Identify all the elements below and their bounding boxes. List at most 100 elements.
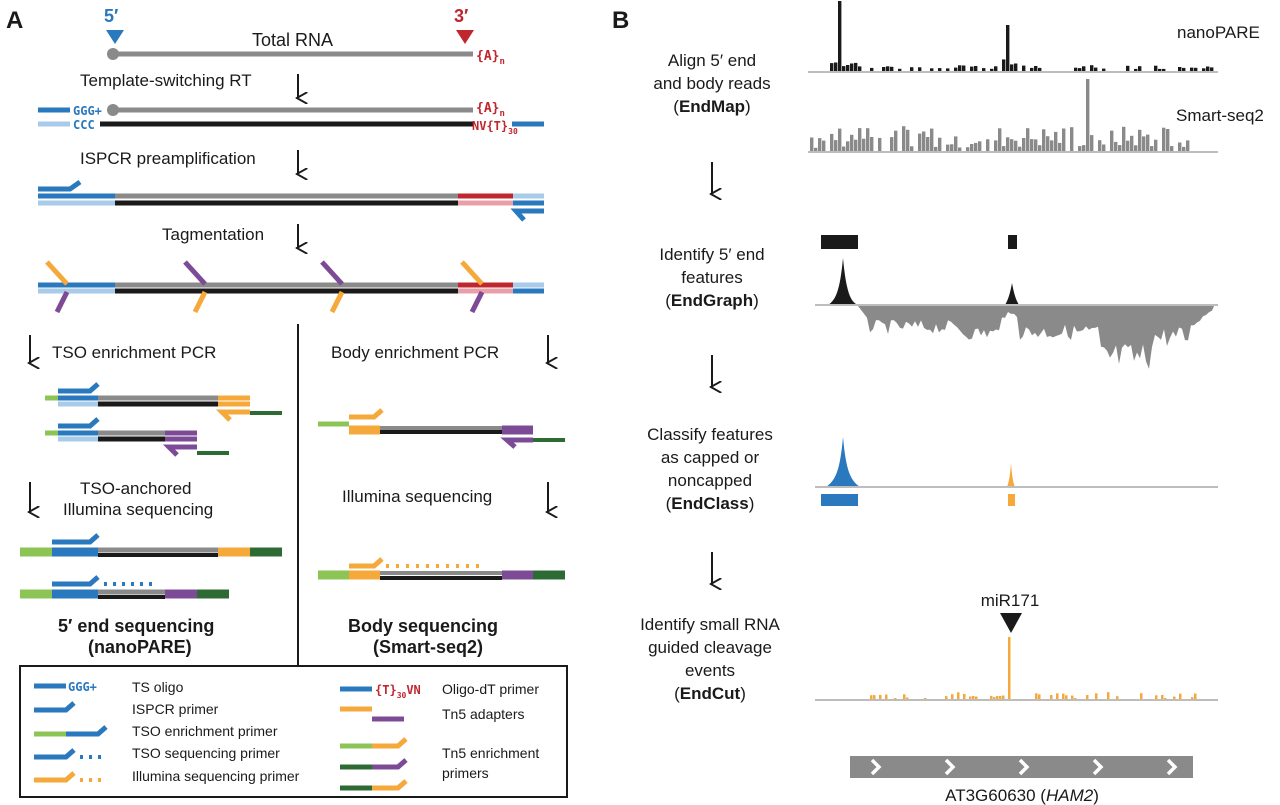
smartseq-bar [814, 147, 818, 151]
ispcr-product [38, 179, 544, 222]
feature-box-2 [1008, 235, 1017, 249]
endcut-bar [1050, 695, 1053, 699]
nanopare-bar [1002, 59, 1006, 71]
endgraph-peak-2 [1005, 283, 1019, 305]
smartseq-bar [1010, 139, 1014, 151]
smartseq-bar [822, 140, 826, 151]
nanopare-bar [1158, 68, 1162, 71]
smartseq-bar [1014, 140, 1018, 151]
step2-line2: features [681, 268, 742, 287]
endcut-bar [1008, 637, 1011, 699]
nanopare-bar [1090, 65, 1094, 71]
smartseq-bar [1170, 146, 1174, 151]
endcut-bar [1056, 693, 1059, 699]
endcut-bar [1155, 695, 1158, 699]
endcut-bar [1173, 696, 1176, 699]
smartseq-bar [1078, 146, 1082, 151]
smartseq-bar [1166, 129, 1170, 151]
smartseq-bar [946, 144, 950, 151]
smartseq-bar [878, 137, 882, 151]
nanopare-bar [1094, 67, 1098, 71]
nanopare-bar [918, 67, 922, 71]
endcut-bar [1086, 695, 1089, 699]
nanopare-bar [854, 62, 858, 71]
nanopare-bar [1206, 66, 1210, 71]
legend-ispcr: ISPCR primer [132, 701, 219, 717]
ccc-label: CCC [73, 118, 95, 132]
smartseq-bar [1122, 126, 1126, 151]
nanopare-bar [882, 67, 886, 71]
five-prime-marker-icon [106, 30, 124, 44]
smartseq-bar [858, 128, 862, 151]
smartseq-bar [1046, 136, 1050, 151]
endcut-bar [957, 692, 960, 699]
capped-feature-box [821, 494, 858, 506]
nanopare-bar [1194, 67, 1198, 71]
smartseq-bar [1034, 139, 1038, 151]
endcut-bar [1002, 695, 1005, 699]
svg-text:GGG+: GGG+ [68, 680, 97, 694]
step-body-pcr-label: Body enrichment PCR [331, 343, 499, 362]
nanopare-bar [850, 63, 854, 71]
step-tso-seq-label-1: TSO-anchored [80, 479, 192, 498]
nanopare-bar [1102, 68, 1106, 71]
endcut-bar [993, 697, 996, 699]
smartseq-bar [866, 128, 870, 151]
gene-model-bar [850, 756, 1193, 778]
nanopare-bar [1022, 65, 1026, 71]
title-left-2: (nanoPARE) [88, 637, 192, 657]
legend-frame [19, 665, 568, 798]
title-right-2: (Smart-seq2) [373, 637, 483, 657]
track1-bars [830, 1, 1214, 71]
smartseq-bar [1126, 140, 1130, 151]
endcut-bar [1071, 695, 1074, 699]
smartseq-bar [1186, 140, 1190, 151]
body-coverage-area [858, 306, 1214, 369]
smartseq-bar [966, 147, 970, 151]
step3-line2: as capped or [661, 448, 760, 467]
nanopare-bar [930, 68, 934, 71]
nanopare-bar [1182, 67, 1186, 71]
smartseq-bar [1038, 145, 1042, 151]
nanopare-bar [1210, 67, 1214, 71]
smartseq-bar [830, 133, 834, 151]
nanopare-bar [982, 68, 986, 71]
endcut-bar [1065, 695, 1068, 699]
nanopare-bar [1178, 67, 1182, 71]
nanopare-bar [1034, 66, 1038, 71]
capped-peak [826, 437, 860, 487]
smartseq-bar [918, 133, 922, 151]
endcut-bar [870, 695, 873, 699]
step3-line1: Classify features [647, 425, 773, 444]
smartseq-bar [1086, 79, 1090, 151]
smartseq-bar [1154, 139, 1158, 151]
smartseq-bar [1138, 129, 1142, 151]
smartseq-bar [922, 131, 926, 151]
noncapped-feature-box [1008, 494, 1015, 506]
title-right-1: Body sequencing [348, 616, 498, 636]
smartseq-bar [834, 140, 838, 151]
body-enriched-product [318, 408, 565, 449]
endcut-bar [975, 696, 978, 699]
smartseq-bar [1050, 140, 1054, 151]
smartseq-bar [1114, 141, 1118, 151]
endcut-bar [1140, 693, 1143, 699]
step2-tool: (EndGraph) [665, 291, 759, 310]
nanopare-bar [858, 66, 862, 71]
endcut-bar [1038, 694, 1041, 699]
step4-line2: guided cleavage [648, 638, 772, 657]
nanopare-bar [846, 65, 850, 71]
nanopare-bar [994, 66, 998, 71]
smartseq-bar [938, 137, 942, 151]
smartseq-bar [854, 139, 858, 151]
nanopare-bar [870, 67, 874, 71]
body-sequenced-product [318, 557, 565, 580]
nanopare-bar [1134, 68, 1138, 71]
endcut-bar [879, 694, 882, 699]
smartseq-bar [910, 146, 914, 151]
legend-tso-seq: TSO sequencing primer [132, 745, 280, 761]
smartseq-bar [986, 139, 990, 151]
smartseq-bar [954, 136, 958, 151]
endcut-bar [1116, 696, 1119, 699]
nanopare-bar [970, 66, 974, 71]
